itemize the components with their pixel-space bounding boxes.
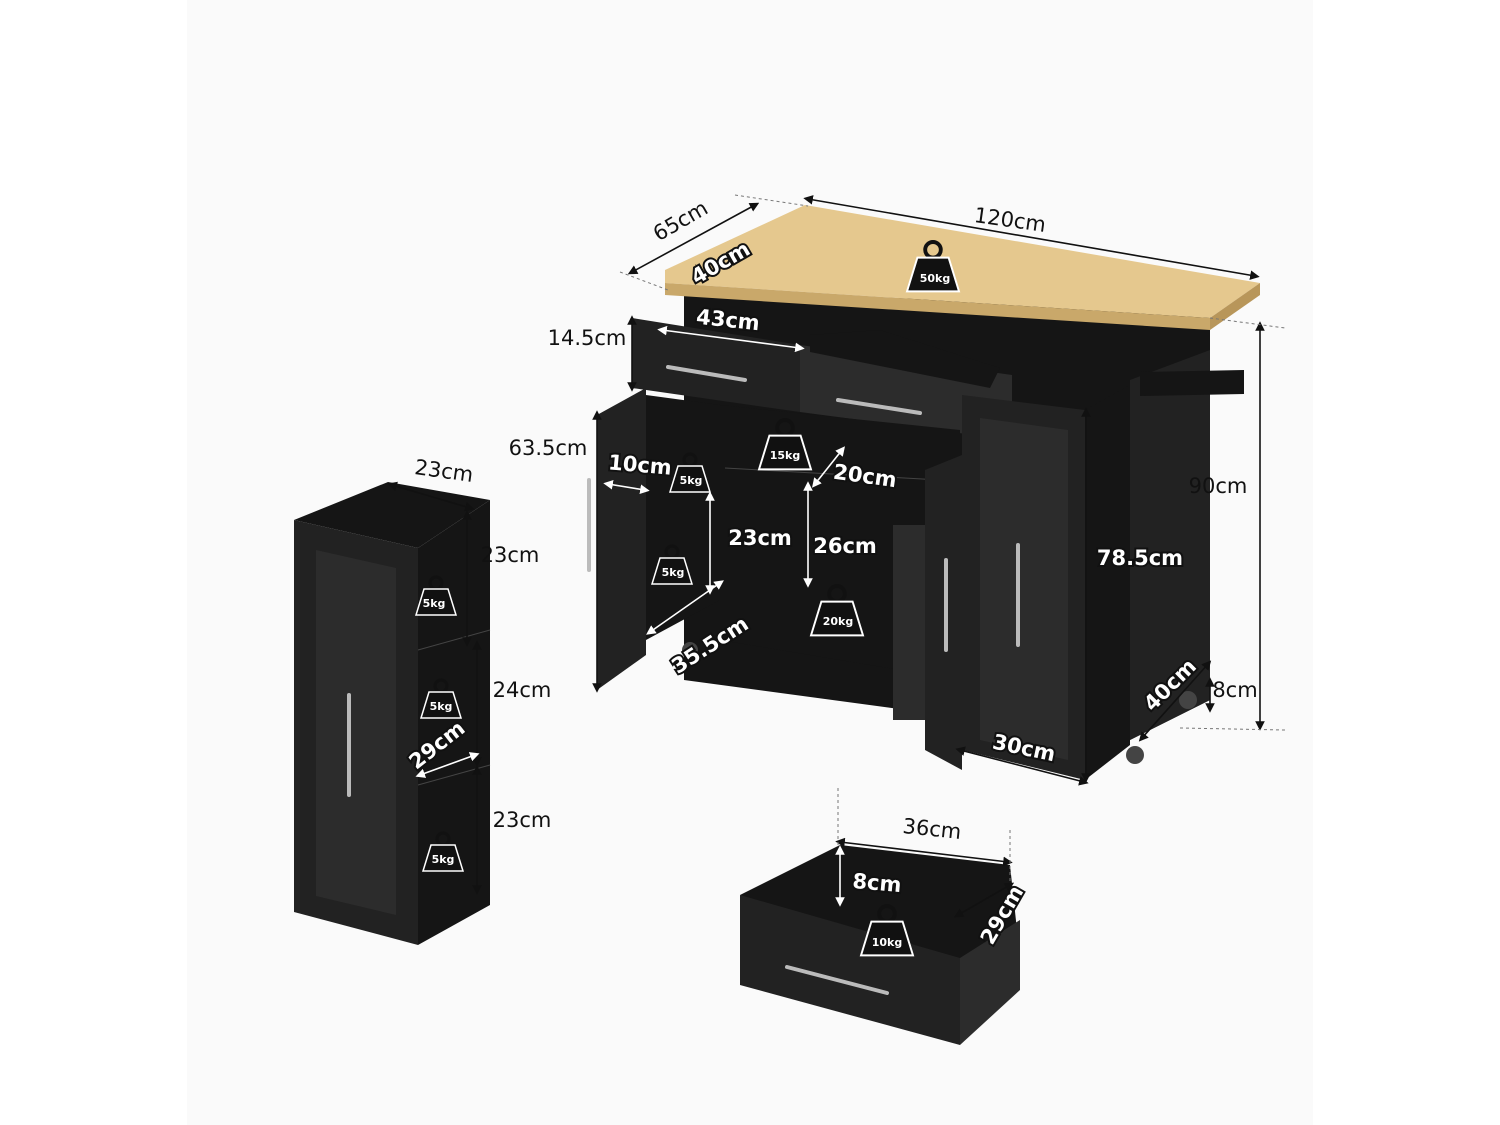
open-drawer-inner bbox=[810, 330, 1000, 388]
side-cabinet-shelves bbox=[1085, 385, 1130, 780]
side-unit-door-panel bbox=[316, 550, 396, 915]
caster-wheel bbox=[1126, 746, 1144, 764]
bottom-load-label: 20kg bbox=[823, 615, 854, 628]
left-door[interactable] bbox=[597, 388, 646, 690]
wheel-height-label: 8cm bbox=[1212, 678, 1257, 702]
drawer-handle bbox=[785, 965, 889, 995]
island-side-panel bbox=[1130, 350, 1210, 740]
door-shelf-load-label: 5kg bbox=[662, 566, 685, 579]
drawer-dimensions bbox=[835, 788, 1015, 918]
side-shelf-load-label: 5kg bbox=[432, 853, 455, 866]
drawer-unit-height-label: 8cm bbox=[852, 869, 903, 897]
cabinet-height-label: 63.5cm bbox=[509, 436, 588, 460]
drawer-handle bbox=[666, 365, 747, 382]
side-cabinet-unit bbox=[294, 482, 491, 945]
side-shelf3-height-label: 23cm bbox=[493, 808, 552, 832]
caster-wheel bbox=[682, 642, 698, 658]
shelf-gap-label: 23cm bbox=[728, 526, 792, 550]
door-inner-panel bbox=[893, 525, 925, 720]
side-unit-width-label: 23cm bbox=[413, 455, 475, 487]
worktop-load-label: 50kg bbox=[920, 272, 951, 285]
side-cabinet-height-label: 78.5cm bbox=[1097, 546, 1183, 570]
door-shelf-load-label: 5kg bbox=[680, 474, 703, 487]
main-unit-dimensions bbox=[592, 194, 1286, 786]
drawer-handle bbox=[836, 398, 922, 415]
side-shelf-load-label: 5kg bbox=[430, 700, 453, 713]
worktop-side-edge bbox=[1210, 283, 1260, 330]
side-shelf2-height-label: 24cm bbox=[493, 678, 552, 702]
towel-rail bbox=[1140, 370, 1244, 396]
drawer-side bbox=[960, 920, 1020, 1045]
total-height-label: 90cm bbox=[1189, 474, 1248, 498]
depth-label: 65cm bbox=[649, 196, 712, 246]
left-door-shelves bbox=[646, 395, 720, 640]
right-door[interactable] bbox=[925, 455, 962, 770]
drawer-height-label: 14.5cm bbox=[548, 326, 627, 350]
drawer-unit-width-label: 36cm bbox=[902, 814, 963, 844]
worktop-edge bbox=[665, 283, 1210, 330]
lower-height-label: 26cm bbox=[813, 534, 877, 558]
side-cabinet-panel bbox=[980, 418, 1068, 760]
drawer-shelf-load-label: 15kg bbox=[770, 449, 801, 462]
side-cabinet-dimensions bbox=[387, 481, 482, 895]
length-label: 120cm bbox=[973, 203, 1048, 237]
drawer-load-label: 10kg bbox=[872, 936, 903, 949]
drawer-front[interactable] bbox=[740, 895, 960, 1045]
side-shelf1-height-label: 23cm bbox=[481, 543, 540, 567]
side-shelf-load-label: 5kg bbox=[423, 597, 446, 610]
